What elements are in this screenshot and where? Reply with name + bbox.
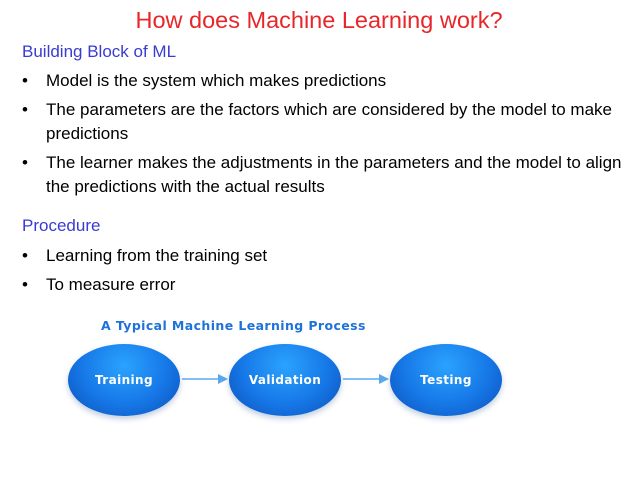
stage-label: Training: [95, 373, 153, 387]
bullet-dot: •: [22, 246, 28, 265]
bullet-item: • The parameters are the factors which a…: [22, 98, 622, 146]
bullet-dot: •: [22, 275, 28, 294]
section-heading-building-block: Building Block of ML: [22, 42, 177, 61]
bullet-text: Model is the system which makes predicti…: [46, 71, 387, 90]
stage-label: Validation: [248, 373, 322, 387]
bullet-item: • Model is the system which makes predic…: [22, 69, 622, 93]
bullet-text: The learner makes the adjustments in the…: [46, 153, 622, 196]
right-arrow-icon: [182, 374, 228, 384]
procedure-bullet-list: • Learning from the training set • To me…: [22, 244, 622, 302]
bullet-text: The parameters are the factors which are…: [46, 100, 613, 143]
section-heading-procedure: Procedure: [22, 216, 101, 235]
bullet-text: To measure error: [46, 275, 176, 294]
bullet-item: • Learning from the training set: [22, 244, 622, 268]
bullet-text: Learning from the training set: [46, 246, 268, 265]
stage-training: Training: [68, 344, 180, 416]
process-diagram-title: A Typical Machine Learning Process: [101, 318, 366, 333]
stage-validation: Validation: [229, 344, 341, 416]
bullet-dot: •: [22, 71, 28, 90]
slide-title: How does Machine Learning work?: [135, 7, 503, 33]
bullet-item: • To measure error: [22, 273, 622, 297]
stage-label: Testing: [420, 373, 472, 387]
bullet-dot: •: [22, 153, 28, 172]
bullet-dot: •: [22, 100, 28, 119]
right-arrow-icon: [343, 374, 389, 384]
bullet-item: • The learner makes the adjustments in t…: [22, 151, 622, 199]
stage-testing: Testing: [390, 344, 502, 416]
building-block-bullet-list: • Model is the system which makes predic…: [22, 69, 622, 204]
